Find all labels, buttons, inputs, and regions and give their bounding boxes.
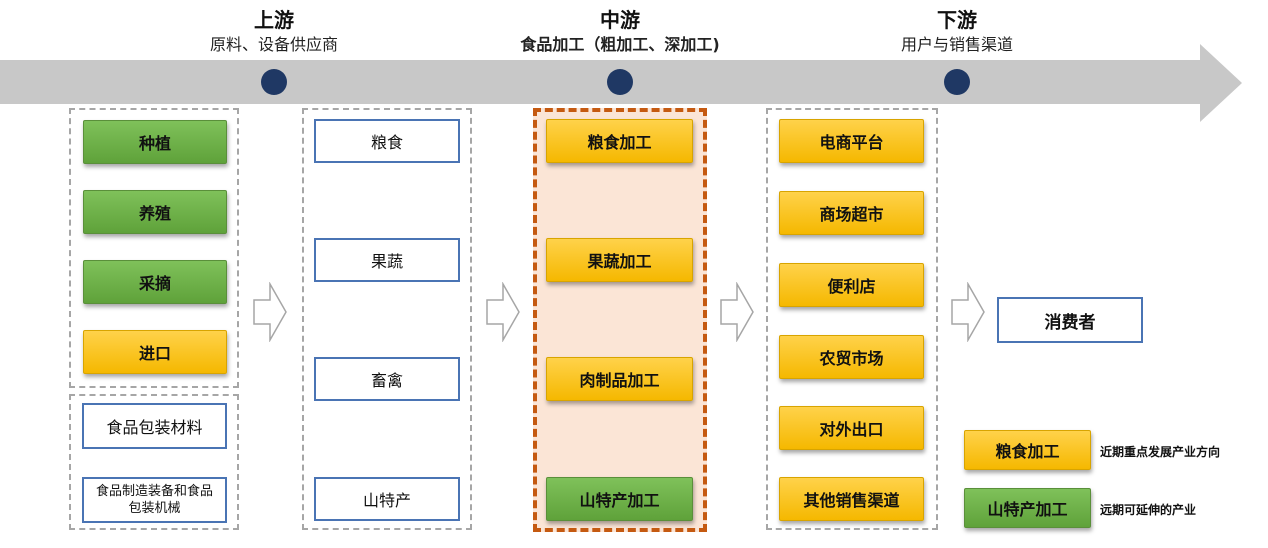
processing-group: [533, 108, 707, 532]
processing-specialty: 山特产加工: [546, 477, 693, 521]
channel-ecommerce: 电商平台: [779, 119, 924, 163]
raw-materials-group: [302, 108, 472, 530]
legend-near-term-label: 近期重点发展产业方向: [1100, 445, 1221, 459]
channel-supermarket: 商场超市: [779, 191, 924, 235]
midstream-subtitle: 食品加工（粗加工、深加工): [520, 35, 720, 54]
midstream-title: 中游: [600, 8, 640, 32]
raw-livestock-box: 畜禽: [314, 357, 460, 401]
downstream-marker-dot: [944, 69, 970, 95]
manufacturing-equipment-box: 食品制造装备和食品包装机械: [82, 477, 227, 523]
upstream-marker-dot: [261, 69, 287, 95]
flow-arrow-icon: [486, 282, 520, 342]
processing-meat: 肉制品加工: [546, 357, 693, 401]
legend-long-term-sample: 山特产加工: [964, 488, 1091, 528]
flow-arrow-icon: [253, 282, 287, 342]
source-import: 进口: [83, 330, 227, 374]
consumer-box: 消费者: [997, 297, 1143, 343]
upstream-equipment-group: [69, 394, 239, 530]
raw-produce-box: 果蔬: [314, 238, 460, 282]
processing-produce: 果蔬加工: [546, 238, 693, 282]
channel-convenience-store: 便利店: [779, 263, 924, 307]
flow-arrow-icon: [951, 282, 985, 342]
legend-long-term-label: 远期可延伸的产业: [1100, 503, 1197, 517]
source-picking: 采摘: [83, 260, 227, 304]
raw-grain-box: 粮食: [314, 119, 460, 163]
processing-grain: 粮食加工: [546, 119, 693, 163]
value-chain-arrow: [0, 60, 1210, 104]
source-planting: 种植: [83, 120, 227, 164]
raw-specialty-box: 山特产: [314, 477, 460, 521]
legend-near-term-sample: 粮食加工: [964, 430, 1091, 470]
packaging-material-box: 食品包装材料: [82, 403, 227, 449]
flow-arrow-icon: [720, 282, 754, 342]
downstream-subtitle: 用户与销售渠道: [900, 35, 1013, 54]
channel-export: 对外出口: [779, 406, 924, 450]
source-breeding: 养殖: [83, 190, 227, 234]
downstream-title: 下游: [937, 8, 977, 32]
arrow-head-icon: [1200, 44, 1242, 122]
upstream-sources-group: [69, 108, 239, 388]
upstream-subtitle: 原料、设备供应商: [209, 35, 338, 54]
upstream-title: 上游: [254, 8, 294, 32]
channel-farmers-market: 农贸市场: [779, 335, 924, 379]
channel-other: 其他销售渠道: [779, 477, 924, 521]
sales-channels-group: [766, 108, 938, 530]
midstream-marker-dot: [607, 69, 633, 95]
